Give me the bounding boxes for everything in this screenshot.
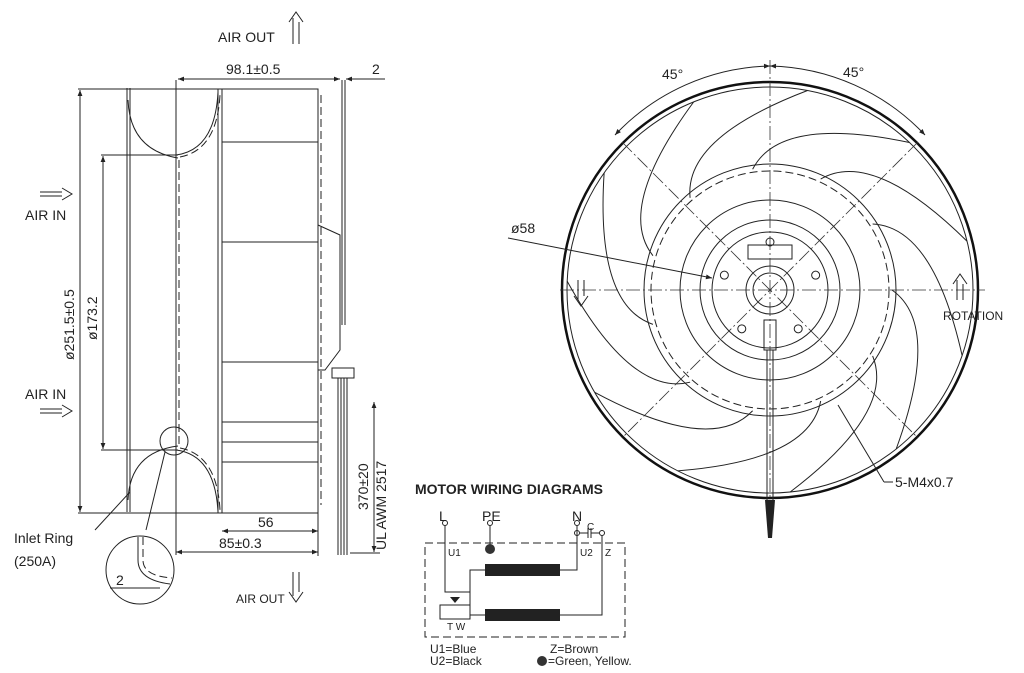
impeller-blade: [872, 223, 963, 356]
cable-spec: UL AWM 2517: [373, 461, 389, 550]
terminal-pe: PE: [482, 508, 501, 524]
mounting-hole: [719, 270, 729, 280]
mounting-holes: [719, 237, 821, 334]
mounting-hole: [765, 237, 775, 247]
impeller-blade: [820, 171, 968, 242]
dim-cable-length: 370±20: [355, 463, 371, 510]
rotation-arrow-icon: [573, 280, 589, 307]
thermal-label: T W: [447, 622, 466, 633]
inlet-ring-label: Inlet Ring: [14, 530, 73, 546]
impeller-blade: [566, 280, 691, 385]
angle-left: 45°: [662, 66, 683, 82]
wiring-title: MOTOR WIRING DIAGRAMS: [415, 481, 603, 497]
impeller-blade: [602, 172, 654, 325]
wire-z: Z: [605, 548, 611, 559]
wire-u2: U2: [580, 548, 593, 559]
dim-outer-diameter: ø251.5±0.5: [61, 289, 77, 360]
dim-56: 56: [258, 514, 274, 530]
legend-ground: =Green, Yellow.: [548, 654, 632, 668]
rotation-arrow-icon: [952, 273, 968, 300]
air-out-arrow-icon: [288, 572, 304, 603]
impeller-blade: [752, 132, 910, 170]
legend-u2: U2=Black: [430, 654, 483, 668]
dim-inlet-diameter: ø173.2: [84, 296, 100, 340]
dim-85: 85±0.3: [219, 535, 262, 551]
impeller-blade: [677, 400, 822, 472]
mounting-hole: [793, 324, 803, 334]
mounting-hole: [811, 270, 821, 280]
terminal-n: N: [572, 508, 582, 524]
impeller-blade: [689, 90, 808, 198]
dim-width: 98.1±0.5: [226, 61, 281, 77]
inlet-ring-detail: [105, 535, 175, 605]
wiring-diagram: MOTOR WIRING DIAGRAMS L PE N C U1 U2 Z T…: [415, 481, 632, 668]
legend-u1: U1=Blue: [430, 642, 477, 656]
air-out-label: AIR OUT: [218, 29, 275, 45]
rotation-label: ROTATION: [943, 309, 1003, 323]
impeller-blade: [891, 289, 919, 450]
capacitor-label: C: [587, 522, 594, 533]
legend-z: Z=Brown: [550, 642, 598, 656]
angle-right: 45°: [843, 64, 864, 80]
air-in-arrow-icon: [40, 404, 73, 418]
inlet-ring-size: (250A): [14, 553, 56, 569]
air-in-arrow-icon: [40, 187, 73, 201]
mounting-holes-spec: 5-M4x0.7: [895, 474, 954, 490]
ground-symbol-icon: [485, 544, 495, 554]
ground-symbol-icon: [537, 656, 547, 666]
impeller-blade: [594, 391, 754, 430]
impeller-blade: [789, 355, 878, 493]
terminal-l: L: [439, 508, 447, 524]
wire-u1: U1: [448, 548, 461, 559]
thermal-protector-icon: [439, 604, 471, 620]
air-out-label: AIR OUT: [236, 592, 285, 606]
mounting-hole: [737, 324, 747, 334]
air-in-label: AIR IN: [25, 207, 66, 223]
air-in-label: AIR IN: [25, 386, 66, 402]
detail-dim: 2: [116, 572, 124, 588]
side-view: AIR OUT AIR IN AIR IN 98.1±0.5 2 ø251.5±…: [14, 11, 389, 606]
dim-gap: 2: [372, 61, 380, 77]
hub-diameter: ø58: [511, 220, 535, 236]
impeller-blade: [640, 101, 695, 256]
air-out-arrow-icon: [288, 11, 304, 44]
front-view: 45° 45° ø58 ROTATION 5-M4x0.7: [507, 60, 1003, 538]
